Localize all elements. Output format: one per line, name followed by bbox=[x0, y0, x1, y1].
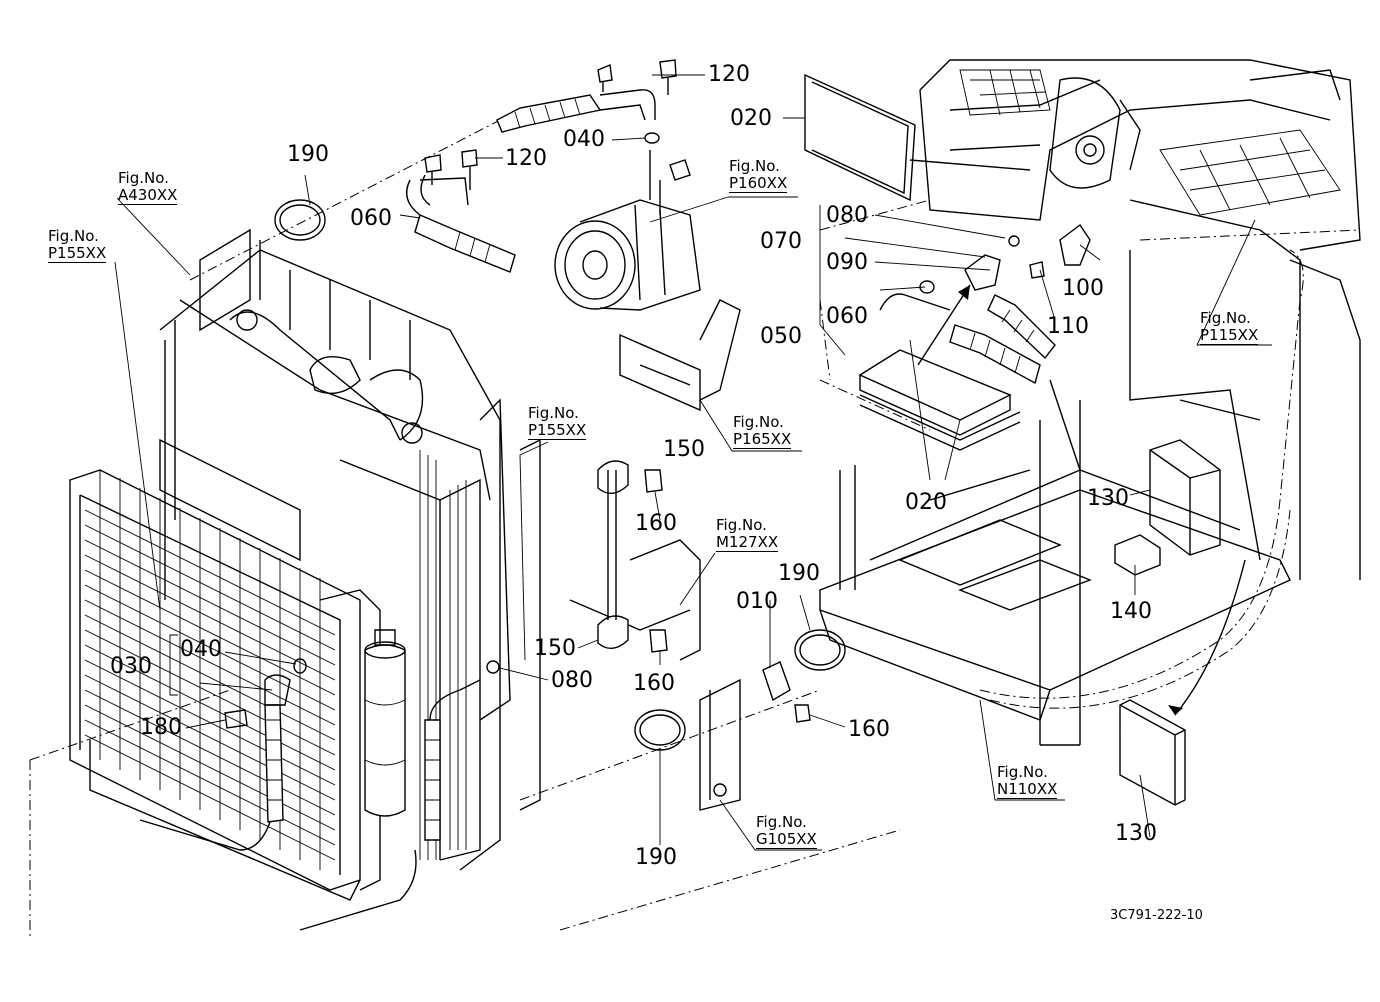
fig-ref-p160: Fig.No. P160XX bbox=[729, 157, 788, 193]
part-label-080-bottom: 080 bbox=[551, 668, 593, 693]
part-label-060-left: 060 bbox=[350, 206, 392, 231]
part-label-020-top: 020 bbox=[730, 106, 772, 131]
fig-ref-p155-left: Fig.No. P155XX bbox=[48, 227, 107, 263]
part-label-160-middle: 160 bbox=[633, 671, 675, 696]
part-label-180: 180 bbox=[140, 715, 182, 740]
filter-panel-top bbox=[804, 73, 1031, 202]
compressor bbox=[554, 150, 701, 311]
brackets bbox=[569, 299, 741, 811]
controller-boxes bbox=[1114, 439, 1221, 806]
part-label-160-bottom: 160 bbox=[848, 717, 890, 742]
fig-ref-p155-center: Fig.No. P155XX bbox=[528, 404, 587, 440]
part-label-140: 140 bbox=[1110, 599, 1152, 624]
drawing-code: 3C791-222-10 bbox=[1110, 908, 1203, 923]
radiator-assembly bbox=[159, 228, 541, 871]
wire-harness bbox=[979, 249, 1304, 716]
condenser-core bbox=[69, 469, 381, 901]
part-label-040-top: 040 bbox=[563, 127, 605, 152]
fig-ref-m127: Fig.No. M127XX bbox=[716, 516, 779, 552]
part-label-110: 110 bbox=[1047, 314, 1089, 339]
part-label-120-top: 120 bbox=[708, 62, 750, 87]
part-label-100: 100 bbox=[1062, 276, 1104, 301]
part-label-130-bottom: 130 bbox=[1115, 821, 1157, 846]
fig-ref-g105: Fig.No. G105XX bbox=[756, 813, 817, 849]
fig-ref-n110: Fig.No. N110XX bbox=[997, 763, 1058, 799]
part-label-130-top: 130 bbox=[1087, 486, 1129, 511]
receiver-drier bbox=[364, 629, 406, 817]
part-label-120-mid: 120 bbox=[505, 146, 547, 171]
part-label-080-top: 080 bbox=[826, 203, 868, 228]
part-label-190-top: 190 bbox=[287, 142, 329, 167]
part-label-090: 090 bbox=[826, 250, 868, 275]
part-label-070: 070 bbox=[760, 229, 802, 254]
hvac-unit bbox=[919, 59, 1361, 251]
refrigerant-hoses bbox=[139, 89, 1056, 931]
part-label-010: 010 bbox=[736, 589, 778, 614]
fig-ref-a430: Fig.No. A430XX bbox=[118, 169, 178, 205]
leader-lines bbox=[114, 74, 1272, 851]
frame-outline bbox=[29, 119, 1361, 940]
fig-ref-p115: Fig.No. P115XX bbox=[1200, 309, 1259, 345]
fig-ref-p165: Fig.No. P165XX bbox=[733, 413, 792, 449]
part-label-160-top: 160 bbox=[635, 511, 677, 536]
filter-panel-middle bbox=[858, 349, 1021, 451]
cab-floor-frame bbox=[819, 199, 1361, 746]
part-label-150-top: 150 bbox=[663, 437, 705, 462]
hose-clamps bbox=[274, 199, 846, 751]
part-label-190-bottom: 190 bbox=[635, 845, 677, 870]
part-label-040-left: 040 bbox=[180, 637, 222, 662]
bolts bbox=[224, 59, 1091, 729]
part-label-190-right: 190 bbox=[778, 561, 820, 586]
part-label-050: 050 bbox=[760, 324, 802, 349]
part-label-030: 030 bbox=[110, 654, 152, 679]
part-label-020-middle: 020 bbox=[905, 490, 947, 515]
part-label-060-right: 060 bbox=[826, 304, 868, 329]
part-label-150-bottom: 150 bbox=[534, 636, 576, 661]
